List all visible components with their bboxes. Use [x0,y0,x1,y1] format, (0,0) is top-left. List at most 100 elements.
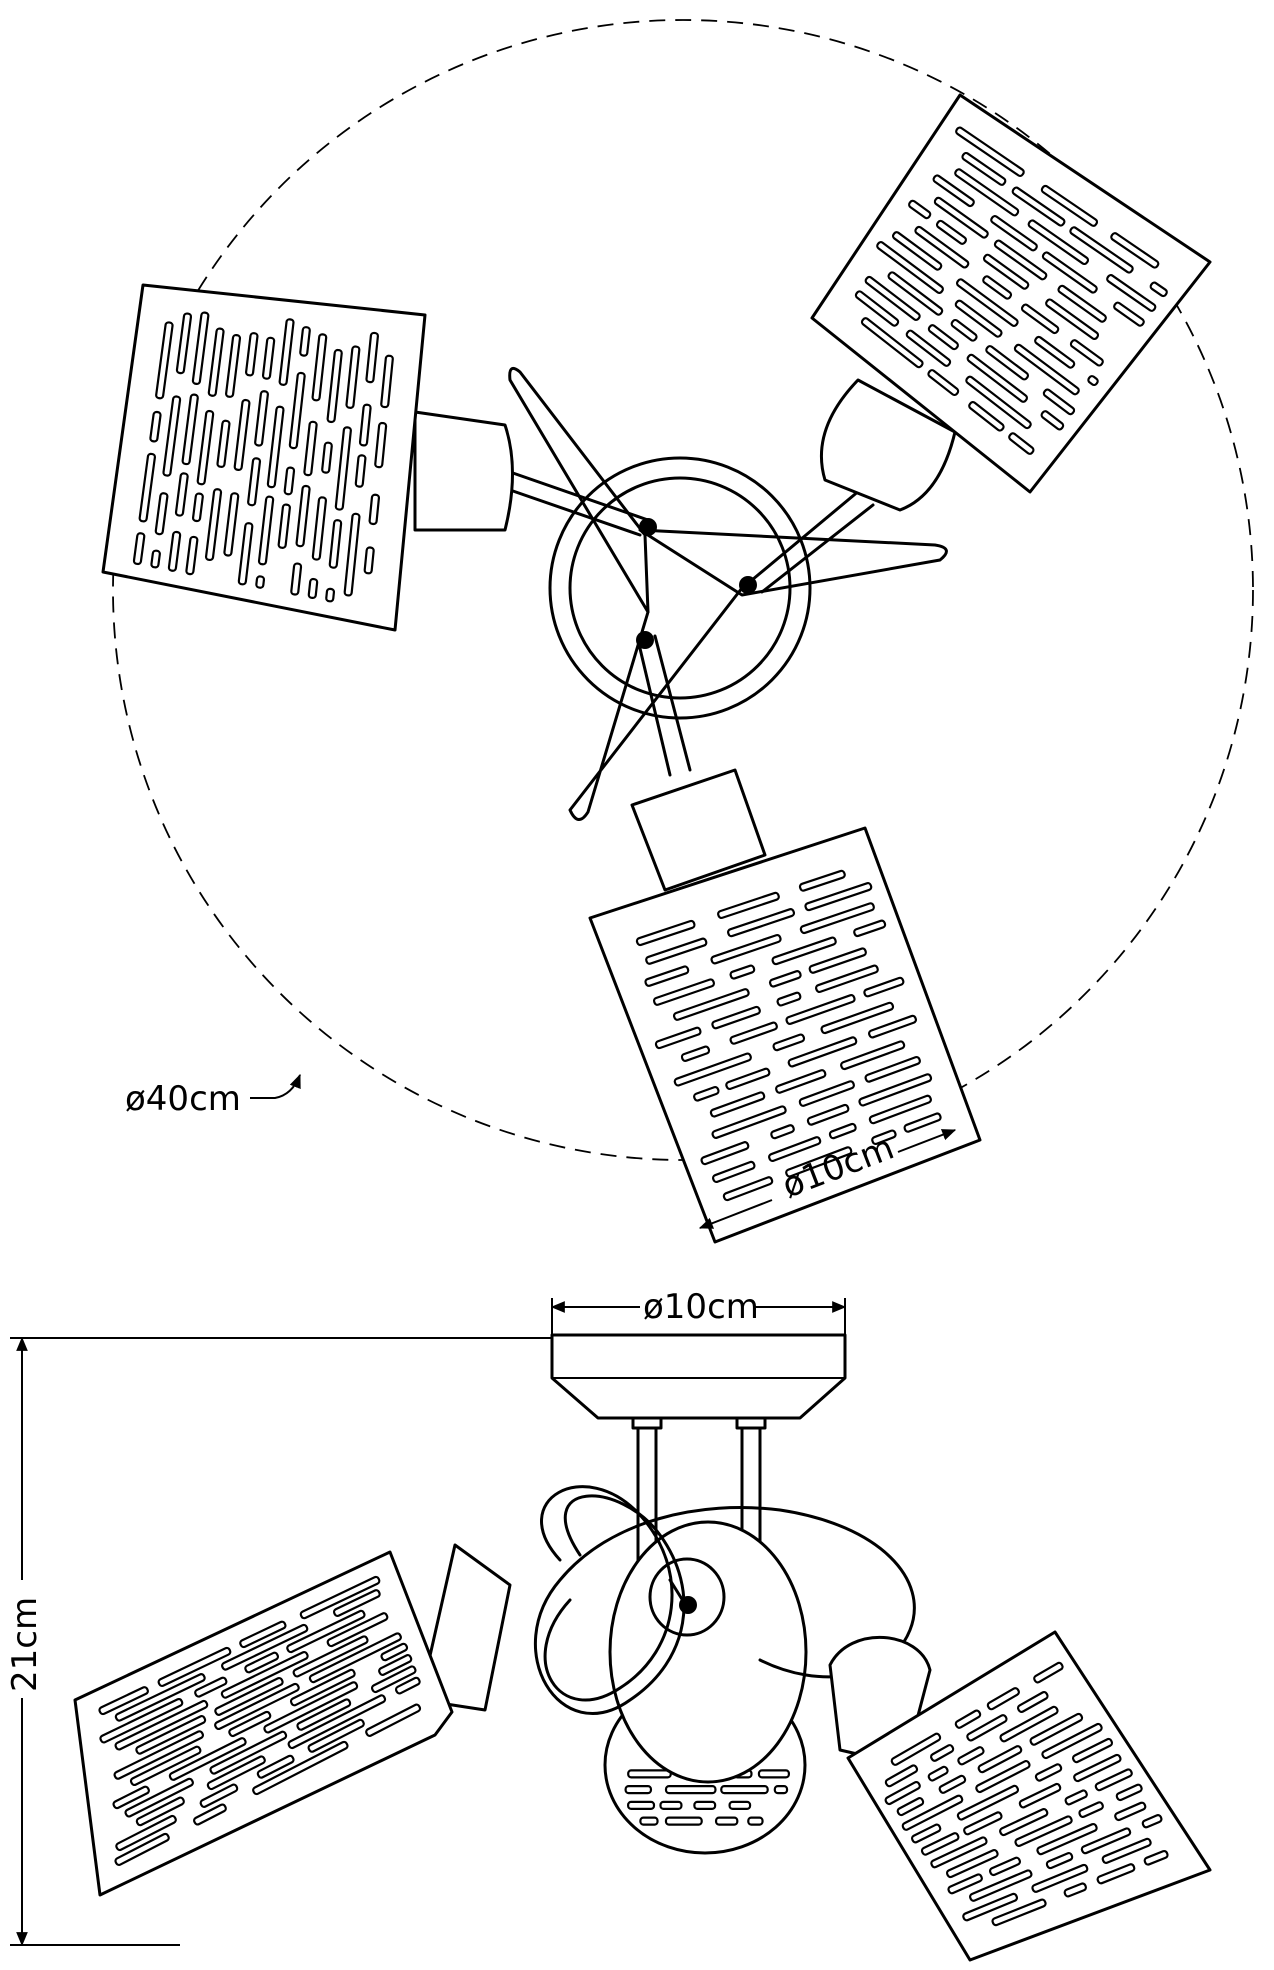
shade-slot [277,503,291,549]
shade-slot [627,1769,672,1779]
shade-slot [711,1105,787,1139]
shade-slot [1094,1768,1133,1792]
shade-slot [299,326,311,357]
shade-slot [154,492,169,536]
shade-slot [244,1651,280,1674]
shade-slot [693,1085,720,1102]
shade-slot [247,457,262,507]
top-view: ø40cm ø10cm [101,19,1254,1244]
shade-slot [1041,251,1098,294]
shade-slot [627,1800,656,1810]
shade-slot [394,1676,421,1695]
shade-slot [332,1589,381,1617]
shade-slot [963,1811,1003,1836]
shade-slot [363,546,375,575]
shade-slot [966,1714,1008,1742]
shade-slot [710,933,782,965]
shade-slot [185,535,199,576]
shade-slot [711,1160,756,1184]
shade-slot [863,976,905,998]
shade-slot [914,225,970,269]
shade-slot [325,587,336,603]
shade-slot [378,1654,413,1676]
outer-diameter-label: ø40cm [125,1079,241,1119]
shade-slot [798,869,846,892]
shade-slot [1087,375,1099,387]
shade-slot [954,168,1020,217]
shade-slot [785,1146,853,1178]
shade-slot [114,1673,206,1722]
shade-slot [932,174,975,208]
shade-slot [700,1141,750,1166]
shade-slot [639,1816,659,1826]
shade-slot [191,492,204,523]
shade-slot [999,1705,1059,1743]
shade-slot [714,1816,739,1826]
shade-slot [135,1715,207,1755]
shade-slot [124,1777,194,1818]
shade-slot [220,1651,309,1699]
shade-slot [1106,274,1157,312]
height-dimension: 21cm [5,1336,552,1947]
shade-slot [673,1052,752,1087]
shade-slot [776,991,802,1007]
shade-slot [288,371,306,450]
shade-slot [815,964,879,994]
shade-slot [1057,284,1107,323]
shade-slot [237,522,254,586]
shade-slot [374,421,388,469]
shade-slot [1063,1882,1087,1898]
shade-slot [725,1067,771,1091]
shade-slot [175,312,193,375]
shade-slot [903,1112,942,1133]
shade-slot [113,1730,204,1780]
shade-slot [747,1816,764,1826]
shade-slot [680,1045,711,1062]
shade-slot [887,271,944,316]
shade-slot [1080,1827,1132,1855]
shade-slot [287,1694,387,1750]
shade-slot [162,395,182,477]
shade-slot [1114,1801,1147,1822]
shade-slot [876,241,944,294]
shade-slot [1143,1849,1169,1866]
shade-slot [990,215,1038,252]
shade-slot [945,1848,999,1879]
shade-slot [345,345,361,409]
shade-slot [985,345,1029,381]
shade-slot [365,331,379,384]
shade-slot [930,1836,988,1869]
shade-slot [957,1746,985,1766]
shade-slot [956,278,1019,327]
shade-slot [1078,1801,1104,1819]
shade-slot [261,336,276,380]
shade-slot [927,369,960,397]
shade-slot [808,947,867,974]
shade-slot [664,1785,717,1795]
shade-slot [286,1609,366,1654]
shade-slot [975,1760,1031,1794]
shade-slot [820,1001,895,1035]
shade-slot [950,318,978,342]
shade-slot [112,1785,150,1810]
shade-slot [920,1832,960,1856]
wire-frame [508,366,948,821]
shade-slot [938,1774,967,1794]
shade-slot [711,1005,761,1030]
shade-slot [729,964,756,980]
shade-slot [266,405,285,489]
central-body [603,1520,808,1855]
shade-slot [278,318,295,386]
shade-slot [204,488,223,562]
shade-slot [993,239,1048,281]
shade-slot [228,1710,272,1738]
ceiling-canopy [550,1333,847,1420]
shade-slot [785,994,856,1025]
shade-slot [840,1040,906,1071]
shade-slot [194,1676,228,1698]
shade-slot [1069,339,1104,367]
shade-slot [965,375,1032,430]
shade-slot [255,575,266,589]
shade-slot [370,1665,417,1694]
shade-slot [214,1682,300,1731]
